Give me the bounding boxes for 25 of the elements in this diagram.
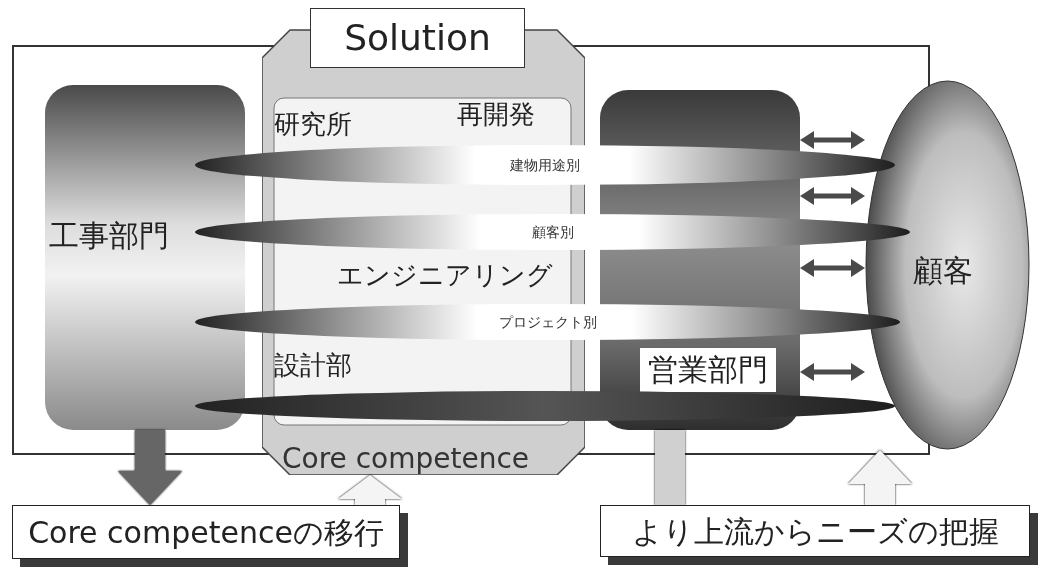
unit-label: 再開発 — [457, 93, 567, 135]
customer-ellipse — [865, 80, 1030, 450]
band-label: 建物用途別 — [510, 155, 580, 175]
block-arrow — [338, 475, 402, 505]
gradient-band — [195, 304, 900, 340]
double-arrow — [800, 187, 865, 205]
section-footer: Core competence — [282, 438, 530, 480]
section-title: Solution — [310, 8, 525, 68]
block-arrow — [118, 430, 182, 505]
double-arrow — [800, 131, 865, 149]
customer-label: 顧客 — [913, 252, 973, 290]
gradient-band — [195, 214, 910, 250]
department-label: 営業部門 — [640, 348, 776, 392]
gradient-band — [195, 145, 895, 185]
unit-label: 研究所 — [274, 103, 424, 145]
double-arrow — [800, 259, 865, 277]
unit-label: 設計部 — [274, 343, 384, 387]
band-label: プロジェクト別 — [498, 312, 597, 332]
double-arrow — [800, 363, 865, 381]
block-arrow — [848, 450, 912, 505]
department-box — [45, 85, 245, 430]
unit-label: エンジニアリング — [337, 253, 577, 297]
gradient-band — [195, 391, 895, 421]
band-label: 顧客別 — [531, 222, 574, 242]
department-label: 工事部門 — [49, 217, 169, 255]
